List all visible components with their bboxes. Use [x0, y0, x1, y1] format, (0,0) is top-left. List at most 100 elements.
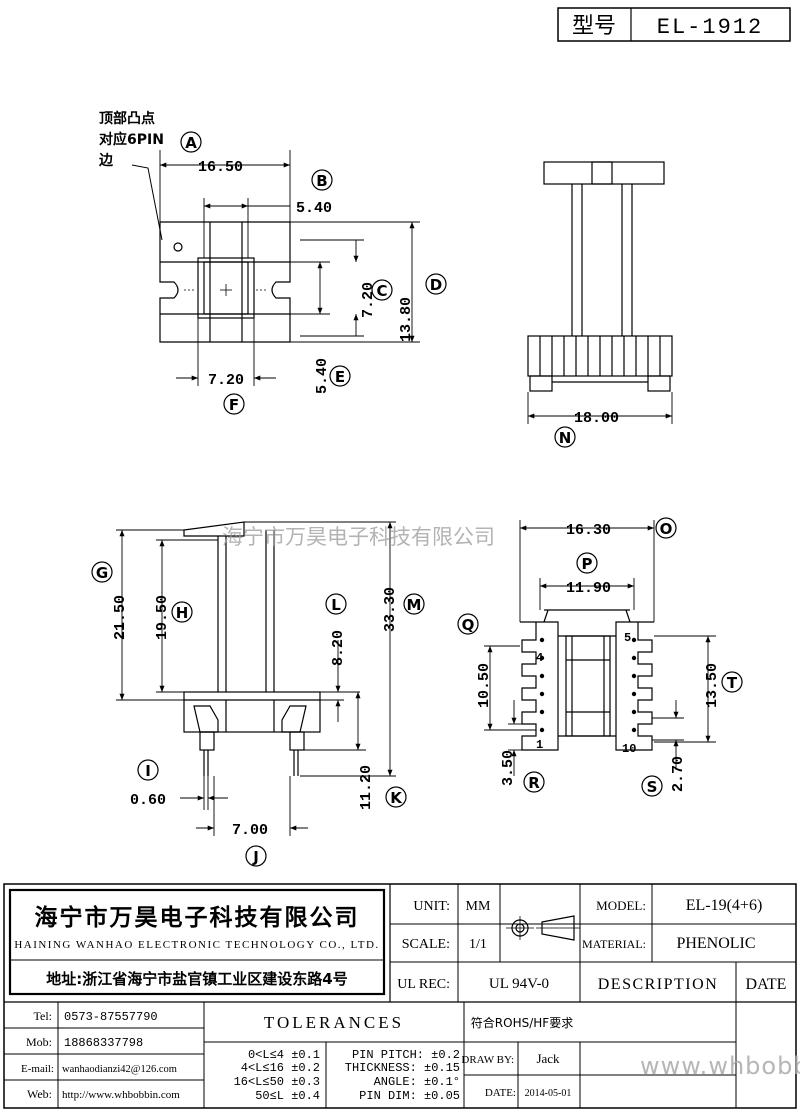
- svg-text:C: C: [376, 282, 387, 300]
- svg-text:MODEL:: MODEL:: [596, 898, 646, 913]
- note-leader: [131, 164, 163, 241]
- svg-text:UL REC:: UL REC:: [397, 977, 450, 992]
- svg-text:DATE: DATE: [746, 976, 787, 993]
- svg-text:DATE:: DATE:: [485, 1087, 516, 1099]
- svg-text:5: 5: [624, 631, 631, 645]
- svg-text:M: M: [407, 596, 422, 614]
- title-block: [3, 883, 797, 1109]
- svg-text:S: S: [647, 778, 658, 796]
- dim-value-n: 18.00: [574, 410, 619, 427]
- dim-value-l: 8.20: [330, 630, 347, 666]
- svg-text:E-mail:: E-mail:: [21, 1063, 54, 1075]
- svg-text:PIN DIM: ±0.05: PIN DIM: ±0.05: [359, 1089, 460, 1103]
- dim-value-e: 5.40: [314, 358, 331, 394]
- svg-text:顶部凸点: 顶部凸点: [99, 110, 155, 127]
- company-name-cn: 海宁市万昊电子科技有限公司: [35, 904, 360, 931]
- dim-value-k: 11.20: [358, 765, 375, 810]
- dim-value-f: 7.20: [208, 372, 244, 389]
- dim-value-s: 2.70: [670, 756, 687, 792]
- circled-labels: A B C D E F N G H L M I J K O P Q T R S: [91, 131, 743, 867]
- svg-text:THICKNESS: ±0.15: THICKNESS: ±0.15: [345, 1061, 460, 1075]
- bottom-view-dimension-lines: [484, 520, 716, 776]
- svg-text:L: L: [331, 596, 341, 614]
- svg-text:Web:: Web:: [27, 1087, 52, 1101]
- svg-text:J: J: [252, 848, 259, 866]
- model-header-value: EL-1912: [657, 15, 763, 40]
- dim-value-h: 19.50: [154, 595, 171, 640]
- svg-text:1: 1: [536, 738, 543, 752]
- dim-value-t: 13.50: [704, 663, 721, 708]
- label-a: A: [180, 131, 202, 153]
- dim-value-d: 13.80: [398, 297, 415, 342]
- label-s: S: [641, 775, 663, 797]
- dim-value-i: 0.60: [130, 792, 166, 809]
- label-j: J: [245, 845, 267, 867]
- front-view-dimension-values: 21.50 19.50 8.20 33.30 11.20 0.60 7.00: [112, 587, 399, 839]
- label-t: T: [721, 671, 743, 693]
- svg-text:4<L≤16 ±0.2: 4<L≤16 ±0.2: [241, 1061, 320, 1075]
- svg-text:G: G: [96, 564, 108, 582]
- dim-value-p: 11.90: [566, 580, 611, 597]
- svg-text:TOLERANCES: TOLERANCES: [264, 1013, 404, 1032]
- svg-text:P: P: [582, 555, 593, 573]
- svg-text:对应6PIN: 对应6PIN: [99, 131, 164, 148]
- model-value: EL-19(4+6): [686, 897, 763, 914]
- label-n: N: [554, 426, 576, 448]
- dim-value-a: 16.50: [198, 159, 243, 176]
- label-c: C: [371, 279, 393, 301]
- model-header-label: 型号: [572, 14, 616, 39]
- svg-text:UL 94V-0: UL 94V-0: [489, 976, 549, 992]
- svg-text:wanhaodianzi42@126.com: wanhaodianzi42@126.com: [62, 1064, 177, 1075]
- svg-text:1/1: 1/1: [469, 937, 487, 952]
- front-view: [183, 521, 321, 776]
- label-e: E: [329, 365, 351, 387]
- dim-value-q: 10.50: [476, 663, 493, 708]
- bottom-view-dimension-values: 16.30 11.90 10.50 13.50 3.50 2.70: [476, 522, 721, 792]
- svg-text:18868337798: 18868337798: [64, 1036, 143, 1050]
- svg-text:PIN PITCH: ±0.2: PIN PITCH: ±0.2: [352, 1048, 460, 1062]
- svg-text:0573-87557790: 0573-87557790: [64, 1010, 158, 1024]
- label-f: F: [223, 393, 245, 415]
- svg-text:O: O: [660, 520, 673, 538]
- svg-text:N: N: [559, 429, 572, 447]
- company-name-en: HAINING WANHAO ELECTRONIC TECHNOLOGY CO.…: [14, 939, 379, 951]
- label-d: D: [425, 273, 447, 295]
- dim-value-b: 5.40: [296, 200, 332, 217]
- label-i: I: [137, 759, 159, 781]
- svg-text:K: K: [390, 789, 403, 807]
- top-view-dimension-values: 16.50 5.40 7.20 13.80 5.40 7.20: [198, 159, 415, 394]
- svg-text:MM: MM: [466, 899, 491, 914]
- bottom-view-pin-labels: 4 1 5 10: [536, 631, 636, 756]
- svg-text:符合ROHS/HF要求: 符合ROHS/HF要求: [471, 1015, 573, 1030]
- svg-text:Jack: Jack: [536, 1051, 560, 1066]
- watermark-site: www.whbobbin.com: [640, 1052, 800, 1080]
- label-q: Q: [457, 613, 479, 635]
- svg-text:T: T: [727, 674, 738, 692]
- svg-text:Mob:: Mob:: [26, 1035, 52, 1049]
- svg-text:D: D: [430, 276, 442, 294]
- bottom-view: [520, 609, 654, 751]
- svg-text:F: F: [229, 396, 239, 414]
- svg-text:0<L≤4 ±0.1: 0<L≤4 ±0.1: [248, 1048, 320, 1062]
- svg-text:Tel:: Tel:: [34, 1009, 53, 1023]
- svg-text:4: 4: [536, 651, 543, 665]
- svg-text:http://www.whbobbin.com: http://www.whbobbin.com: [62, 1089, 180, 1101]
- dim-value-m: 33.30: [382, 587, 399, 632]
- label-b: B: [311, 169, 333, 191]
- svg-text:I: I: [145, 762, 151, 780]
- label-g: G: [91, 561, 113, 583]
- company-address: 地址:浙江省海宁市盐官镇工业区建设东路4号: [46, 970, 347, 988]
- svg-text:UNIT:: UNIT:: [413, 899, 450, 914]
- label-o: O: [655, 517, 677, 539]
- label-r: R: [523, 771, 545, 793]
- label-k: K: [385, 786, 407, 808]
- svg-text:MATERIAL:: MATERIAL:: [582, 937, 646, 951]
- front-view-dimension-lines: [116, 521, 396, 836]
- label-l: L: [325, 593, 347, 615]
- dim-value-g: 21.50: [112, 595, 129, 640]
- top-note: 顶部凸点 对应6PIN 边: [98, 110, 164, 169]
- svg-text:H: H: [176, 604, 189, 622]
- bottom-view-pin-dots: [539, 637, 637, 733]
- dim-value-r: 3.50: [500, 750, 517, 786]
